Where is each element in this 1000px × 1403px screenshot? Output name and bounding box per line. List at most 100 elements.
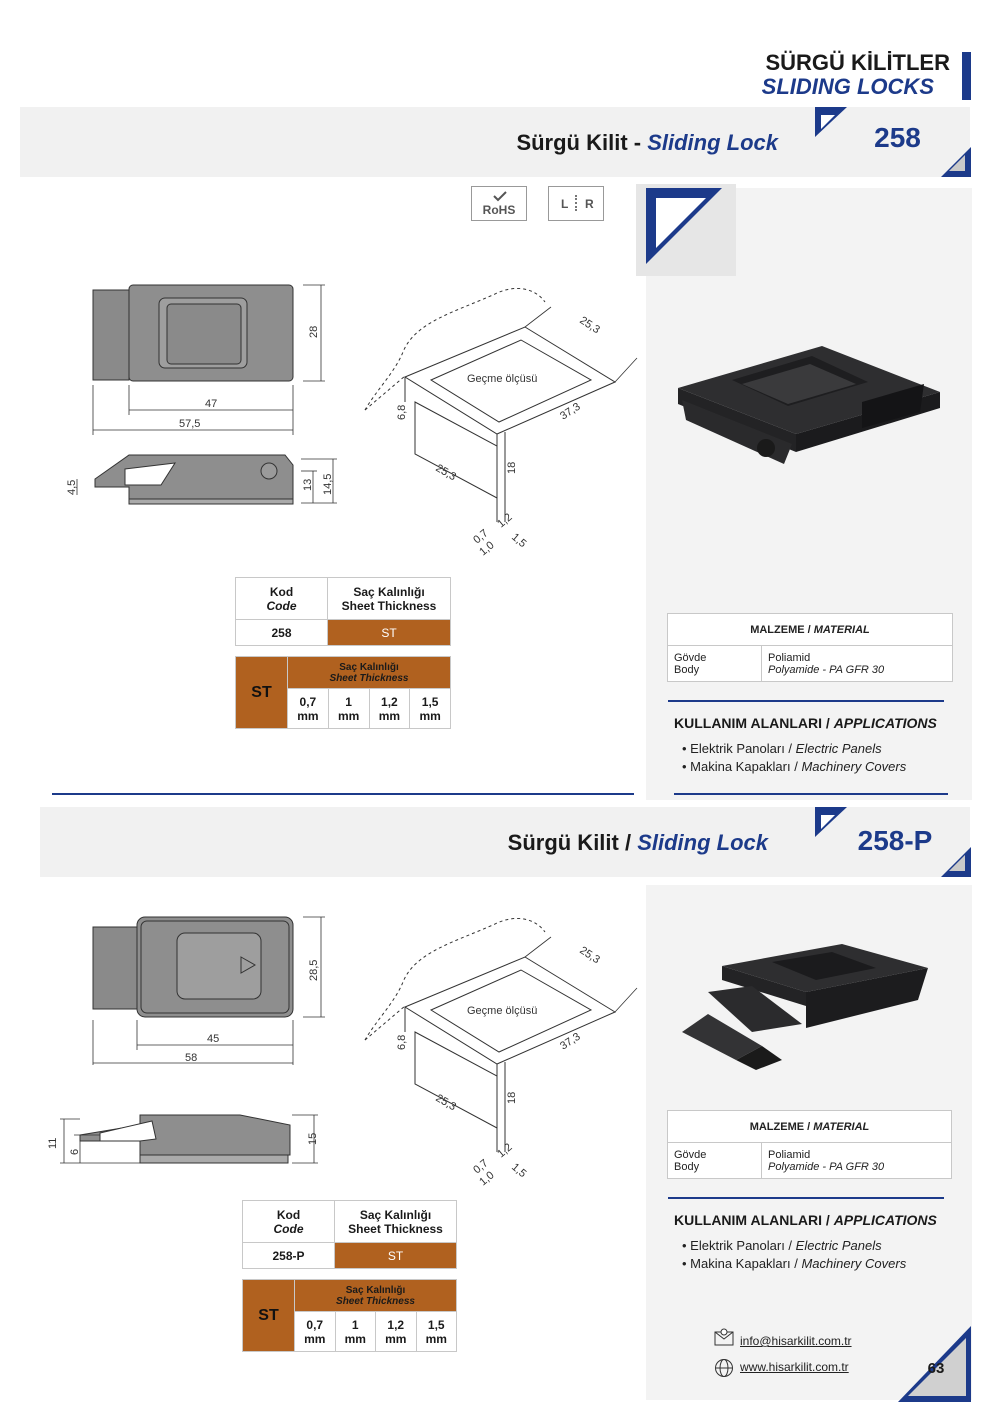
s2-kod-row-value: ST — [334, 1242, 457, 1269]
section1-product-panel — [646, 188, 972, 800]
s1-dim-28: 28 — [308, 326, 320, 338]
s2-cut-1-5: 1,5 — [509, 1161, 528, 1180]
s1-thk-v2: 1 — [345, 694, 352, 709]
s2-thk-head-tr: Saç Kalınlığı — [345, 1284, 406, 1296]
s1-mat-part-tr: Gövde — [674, 651, 707, 664]
page-number: 63 — [927, 1360, 945, 1377]
s2-thk-v2: 1 — [351, 1317, 359, 1332]
s1-thk-v1: 0,7 — [299, 694, 317, 709]
s1-thk-u4: mm — [419, 708, 441, 723]
section1-panel-corner — [636, 184, 736, 276]
section1-side-view-drawing: 4,5 13 14,5 — [66, 454, 337, 505]
s1-thk-u2: mm — [337, 708, 360, 723]
s1-thk-u3: mm — [378, 708, 401, 723]
s2-kod-col1-en: Code — [273, 1221, 304, 1236]
header-accent-bar — [962, 52, 971, 100]
section1-cutout-drawing: Geçme ölçüsü 25,3 37,3 6,8 25,3 18 0,7 1… — [364, 287, 638, 558]
s2-thk-head-en: Sheet Thickness — [336, 1295, 415, 1307]
s1-dim-47: 47 — [205, 398, 217, 410]
section2-product-image — [682, 944, 928, 1070]
section2-title-en: Sliding Lock — [637, 830, 768, 855]
s2-thk-v1: 0,7 — [306, 1317, 324, 1332]
section1-title-tr: Sürgü Kilit - — [516, 130, 648, 155]
s2-cut-18: 18 — [506, 1092, 518, 1104]
s1-thk-v4: 1,5 — [421, 694, 439, 709]
list-item: • Elektrik Panoları / Electric Panels — [682, 741, 882, 756]
s2-dim-28-5: 28,5 — [308, 960, 320, 981]
s1-cut-6-8: 6,8 — [396, 405, 408, 420]
s1-dim-4-5: 4,5 — [66, 480, 78, 495]
s1-kod-col2-tr: Saç Kalınlığı — [353, 584, 425, 599]
s2-mat-tr: Poliamid — [768, 1148, 811, 1161]
s1-kod-col2-en: Sheet Thickness — [341, 598, 437, 613]
s2-mat-en: Polyamide - PA GFR 30 — [768, 1160, 885, 1173]
s2-dim-15: 15 — [307, 1133, 319, 1145]
s2-thk-u2: mm — [344, 1331, 366, 1346]
s2-thk-v4: 1,5 — [427, 1317, 445, 1332]
lr-left-label: L — [561, 197, 569, 211]
section1-corner-deco — [815, 107, 971, 177]
section1-title: Sürgü Kilit - Sliding Lock — [470, 130, 778, 156]
s1-app-line-top — [668, 700, 944, 702]
s1-cut-label: Geçme ölçüsü — [467, 373, 537, 385]
rohs-badge: RoHS — [471, 186, 527, 221]
s2-thk-u1: mm — [304, 1331, 326, 1346]
s2-thk-label: ST — [242, 1279, 295, 1352]
website-link[interactable]: www.hisarkilit.com.tr — [740, 1360, 849, 1374]
s1-mat-head-en: MATERIAL — [813, 623, 870, 636]
rohs-label: RoHS — [482, 203, 516, 217]
s1-thk-u1: mm — [297, 708, 319, 723]
s1-kod-row-code: 258 — [235, 619, 328, 646]
s2-mat-part-tr: Gövde — [674, 1148, 707, 1161]
section1-band — [20, 107, 970, 177]
s2-thk-v3: 1,2 — [387, 1317, 405, 1332]
s1-cut-1-5: 1,5 — [509, 531, 528, 550]
s1-mat-tr: Poliamid — [768, 651, 811, 664]
s1-mat-part-en: Body — [674, 663, 700, 676]
s2-kod-col2-en: Sheet Thickness — [348, 1221, 443, 1236]
s1-cut-1-2: 1,2 — [495, 511, 514, 530]
s1-mat-en: Polyamide - PA GFR 30 — [768, 663, 885, 676]
lr-right-label: R — [585, 197, 594, 211]
section1-product-image — [678, 346, 940, 464]
s2-dim-58: 58 — [185, 1052, 197, 1064]
s1-mat-head-tr: MALZEME / — [750, 623, 814, 636]
s1-dim-14-5: 14,5 — [322, 474, 334, 495]
s1-dim-13: 13 — [302, 479, 314, 491]
lr-badge: L R — [548, 186, 604, 221]
s2-mat-part-en: Body — [674, 1160, 700, 1173]
list-item: • Makina Kapakları / Machinery Covers — [682, 759, 907, 774]
s1-thk-head-en: Sheet Thickness — [329, 672, 409, 684]
section2-cutout-drawing: Geçme ölçüsü 25,3 37,3 6,8 25,3 18 0,7 1… — [364, 917, 638, 1188]
page-header-title-en: SLIDING LOCKS — [761, 74, 934, 99]
s1-kod-row-value: ST — [327, 619, 451, 646]
s2-cut-1-2: 1,2 — [495, 1141, 514, 1160]
s1-dim-57-5: 57,5 — [179, 418, 200, 430]
s2-mat-head-en: MATERIAL — [813, 1120, 870, 1133]
s1-kod-col1-en: Code — [266, 598, 297, 613]
s2-cut-6-8: 6,8 — [396, 1035, 408, 1050]
section1-top-view-drawing: 28 47 57,5 — [92, 284, 325, 435]
email-link[interactable]: info@hisarkilit.com.tr — [740, 1334, 852, 1348]
globe-icon — [715, 1359, 733, 1377]
section2-code: 258-P — [857, 825, 933, 856]
section2-top-view-drawing: 28,5 45 58 — [92, 916, 325, 1065]
s2-mat-head-tr: MALZEME / — [749, 1120, 814, 1133]
s2-cut-37-3: 37,3 — [558, 1031, 583, 1053]
email-icon — [714, 1328, 734, 1346]
page-corner-deco — [898, 1326, 971, 1402]
s2-dim-11: 11 — [47, 1138, 59, 1149]
s2-dim-45: 45 — [207, 1033, 219, 1045]
s1-app-line-bottom — [674, 793, 948, 795]
s2-cut-25-3-top: 25,3 — [577, 944, 602, 966]
section2-corner-deco — [815, 807, 971, 877]
s1-app-title: KULLANIM ALANLARI / APPLICATIONS — [674, 715, 937, 731]
list-item: • Elektrik Panoları / Electric Panels — [682, 1238, 882, 1253]
s2-app-line-top — [668, 1197, 944, 1199]
